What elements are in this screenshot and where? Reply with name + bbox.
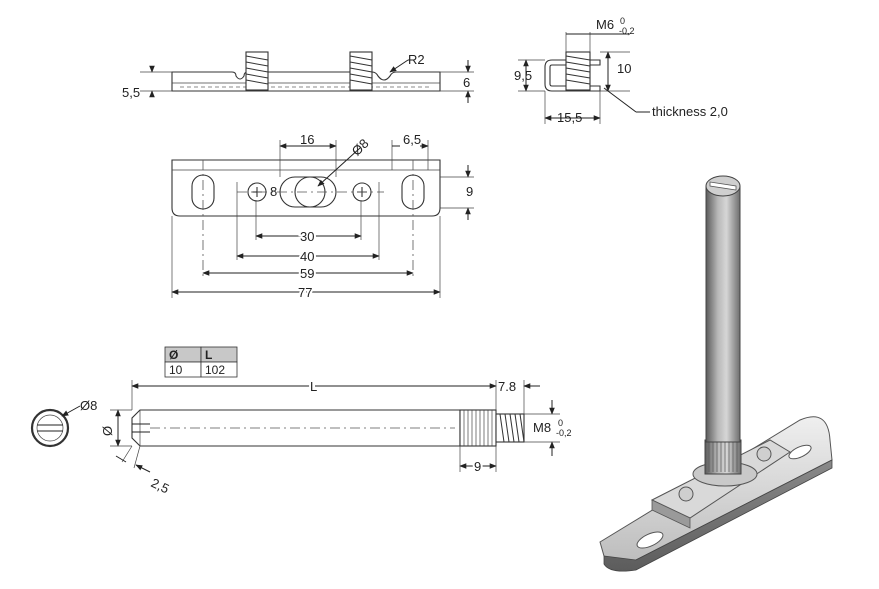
plate-slot-right-icon — [788, 444, 812, 460]
pin-thread — [495, 413, 525, 443]
dim-10: 10 — [617, 61, 631, 76]
product-3d-render — [599, 175, 833, 572]
dim-77: 77 — [298, 285, 312, 300]
dim-30: 30 — [300, 229, 314, 244]
dim-40: 40 — [300, 249, 314, 264]
render-screw-right-icon — [756, 446, 772, 462]
dim-m6: M6 — [596, 17, 614, 32]
dim-thread-len: 7.8 — [498, 379, 516, 394]
knurl — [459, 409, 497, 447]
stud-thread-right — [349, 55, 373, 85]
dim-6-5: 6,5 — [403, 132, 421, 147]
dim-pin-end-dia: Ø8 — [80, 398, 97, 413]
dim-m6-tol-lower: -0,2 — [619, 26, 635, 36]
pin-view: Ø8 L — [30, 377, 572, 496]
dim-m6-tol-upper: 0 — [620, 16, 625, 26]
top-view: 16 Ø8 6,5 8 9 30 40 59 77 — [171, 132, 474, 302]
dim-pin-dia: Ø — [100, 426, 115, 436]
pin-end-view — [30, 408, 70, 448]
end-view: M6 0 -0,2 9,5 10 15,5 thickness 2,0 — [514, 16, 728, 125]
dim-knurl-len: 9 — [474, 459, 481, 474]
dim-16: 16 — [300, 132, 314, 147]
dim-15-5: 15,5 — [557, 110, 582, 125]
stud-thread-left — [245, 55, 269, 85]
dim-9-5: 9,5 — [514, 68, 532, 83]
table-header-dia: Ø — [169, 348, 178, 362]
dim-m8-tol-upper: 0 — [558, 418, 563, 428]
table-cell-dia: 10 — [169, 363, 183, 377]
plate-slot-left-icon — [636, 531, 664, 549]
render-screw-left-icon — [678, 486, 694, 502]
dim-chamfer: 2,5 — [149, 475, 172, 496]
size-table: Ø L 10 102 — [164, 346, 238, 378]
dim-thickness: thickness 2,0 — [652, 104, 728, 119]
dim-9: 9 — [466, 184, 473, 199]
table-cell-length: 102 — [205, 363, 225, 377]
end-view-thread — [565, 55, 591, 85]
dim-6: 6 — [463, 75, 470, 90]
dim-m8: M8 — [533, 420, 551, 435]
side-view: 5,5 6 R2 — [122, 51, 474, 103]
dim-59: 59 — [300, 266, 314, 281]
table-header-length: L — [205, 348, 212, 362]
dim-m8-tol-lower: -0,2 — [556, 428, 572, 438]
dim-5-5: 5,5 — [122, 85, 140, 100]
dim-8: 8 — [270, 184, 277, 199]
dim-r2: R2 — [408, 52, 425, 67]
dim-length: L — [310, 379, 317, 394]
